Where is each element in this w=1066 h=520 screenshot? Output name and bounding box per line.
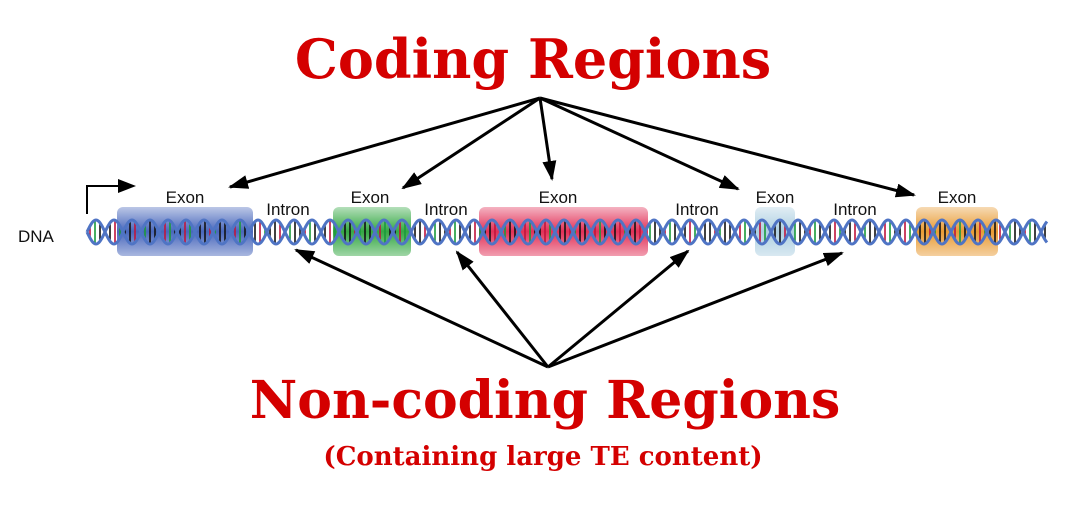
dna-strand-1: [85, 218, 1049, 246]
intron-label-2: Intron: [424, 200, 467, 219]
intron-label-4: Intron: [833, 200, 876, 219]
exon-label-5: Exon: [938, 188, 977, 207]
exon-label-4: Exon: [756, 188, 795, 207]
noncoding-regions-title: Non-coding Regions: [250, 370, 841, 431]
dna-strand-2: [85, 218, 1049, 246]
intron-label-3: Intron: [675, 200, 718, 219]
transcription-start-arrow: [86, 179, 136, 214]
arrow-to-intron-2: [455, 250, 550, 368]
arrow-to-exon-3: [538, 97, 557, 181]
arrow-to-intron-3: [547, 249, 690, 369]
exon-label-3: Exon: [539, 188, 578, 207]
arrow-to-exon-5: [539, 96, 916, 198]
arrow-to-exon-4: [539, 96, 740, 191]
intron-label-1: Intron: [266, 200, 309, 219]
exon-cylinder-2: [333, 207, 411, 256]
coding-regions-title: Coding Regions: [295, 27, 771, 91]
exon-label-1: Exon: [166, 188, 205, 207]
noncoding-subtitle: (Containing large TE content): [323, 442, 762, 472]
arrow-to-exon-2: [401, 96, 541, 190]
arrow-to-intron-1: [294, 248, 549, 369]
noncoding-arrows: [294, 248, 844, 369]
exon-cylinder-3: [479, 207, 648, 256]
exon-label-2: Exon: [351, 188, 390, 207]
arrow-to-intron-4: [547, 251, 844, 369]
dna-label: DNA: [18, 227, 55, 246]
arrow-to-exon-1: [228, 96, 541, 189]
coding-arrows: [228, 96, 916, 198]
dna-double-helix: [85, 218, 1049, 246]
